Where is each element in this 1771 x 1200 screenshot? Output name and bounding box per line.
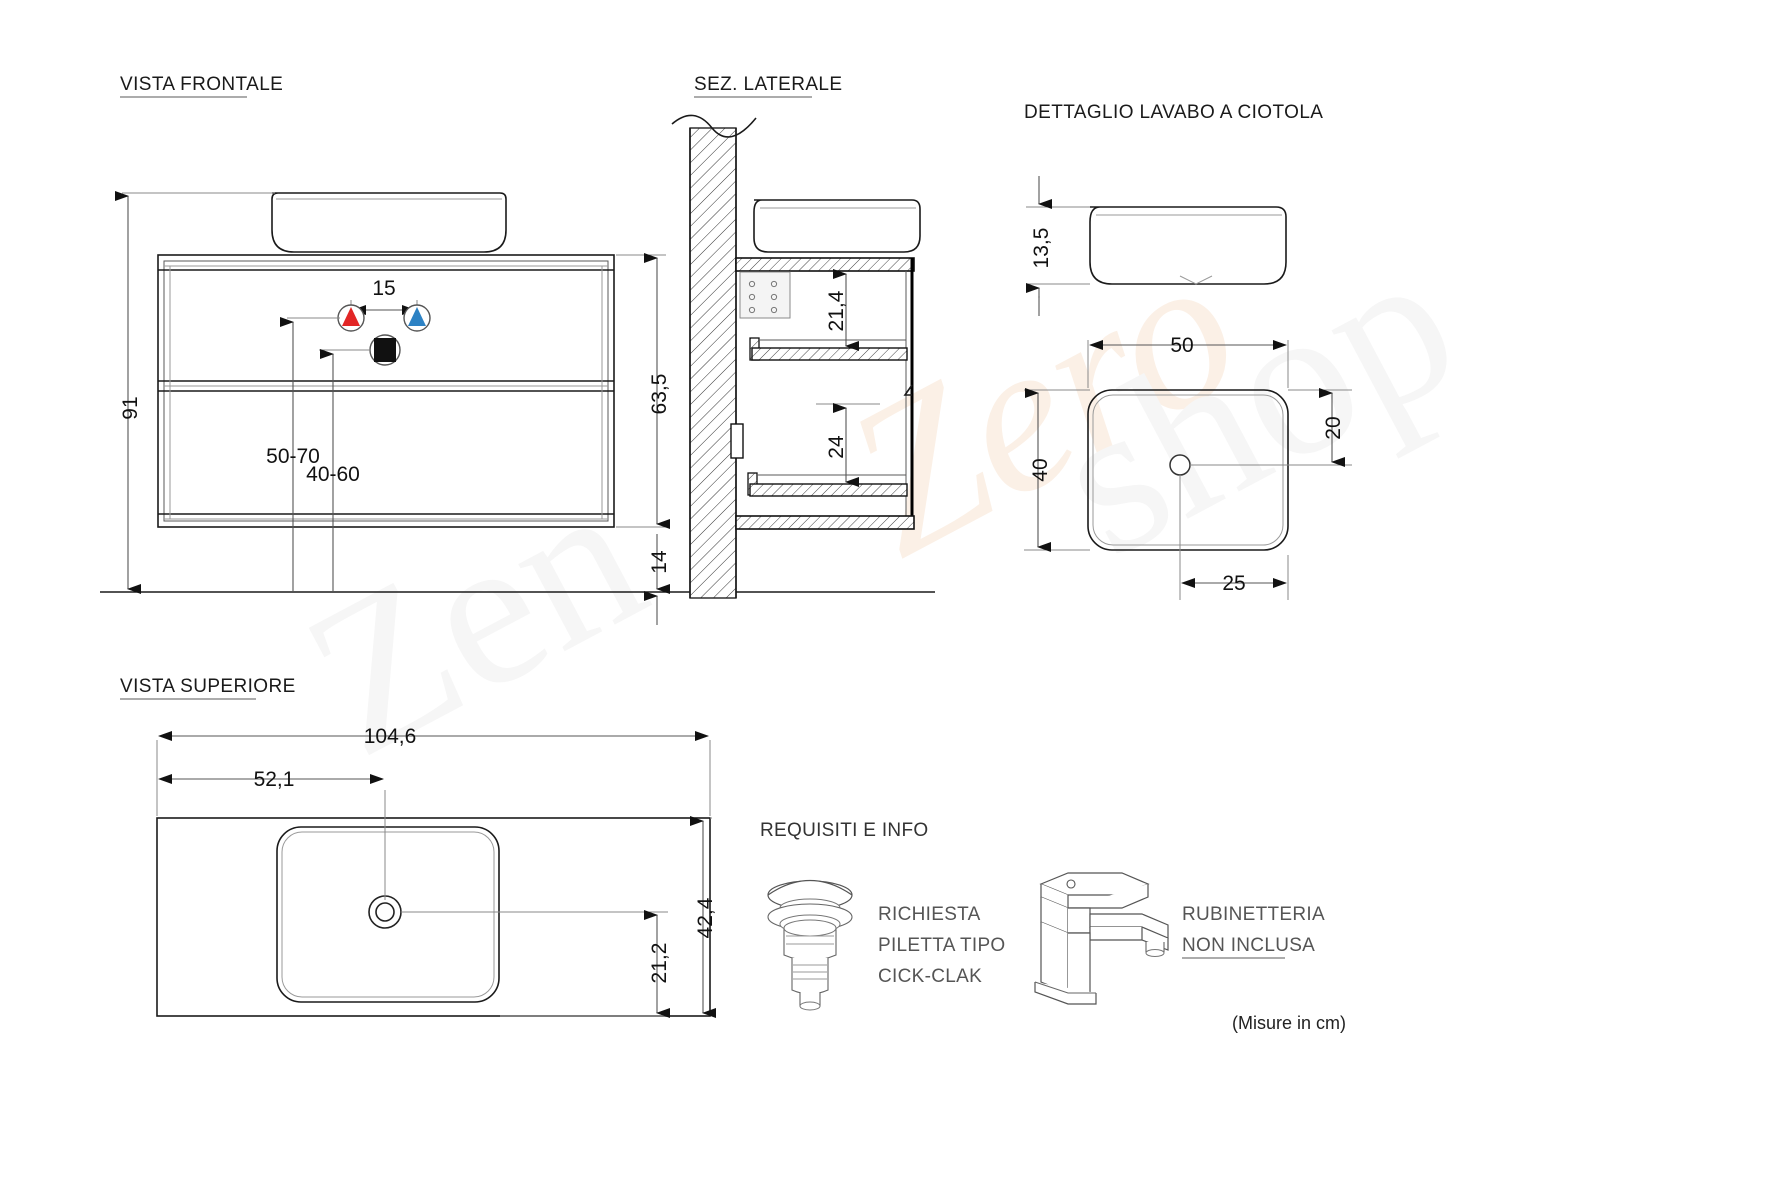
dim-basin-drain-from-left: 25 (1222, 572, 1245, 595)
drain-info-line3: CICK-CLAK (878, 966, 982, 987)
dim-floor-gap: 14 (648, 550, 671, 574)
faucet-illustration (1034, 872, 1169, 1005)
front-view: 91 15 50-70 (100, 191, 935, 625)
dim-top-total-width: 104,6 (364, 725, 417, 748)
drain-info-line1: RICHIESTA (878, 904, 981, 925)
info-section-title: REQUISITI E INFO (760, 820, 928, 841)
cold-water-marker (403, 304, 431, 332)
svg-text:Zen: Zen (270, 434, 677, 802)
units-note: (Misure in cm) (1232, 1013, 1346, 1033)
dim-cabinet-height: 63,5 (648, 374, 671, 415)
dim-drain-height: 40-60 (306, 463, 360, 486)
side-view-title: SEZ. LATERALE (694, 74, 842, 95)
dim-front-total-height: 91 (119, 396, 142, 419)
faucet-info-text: RUBINETTERIA NON INCLUSA (1182, 904, 1325, 959)
dim-top-depth: 42,4 (694, 897, 717, 938)
hot-water-marker (337, 304, 365, 332)
dim-lower-drawer: 24 (825, 435, 848, 459)
basin-detail-title: DETTAGLIO LAVABO A CIOTOLA (1024, 102, 1323, 123)
dim-hot-cold-height: 50-70 (266, 445, 320, 468)
drain-info-line2: PILETTA TIPO (878, 935, 1006, 956)
basin-detail-plan: 50 40 20 25 (1024, 334, 1352, 600)
dim-top-drain-from-front: 21,2 (648, 943, 671, 984)
basin-detail-elevation: 13,5 (1026, 176, 1287, 316)
top-view-title: VISTA SUPERIORE (120, 676, 296, 697)
watermark-layer: Zen Zero shop (270, 200, 1491, 802)
dim-basin-height: 13,5 (1030, 228, 1053, 269)
dim-basin-width: 50 (1170, 334, 1193, 357)
dim-basin-drain-from-back: 20 (1322, 416, 1345, 439)
view-titles: VISTA FRONTALE SEZ. LATERALE DETTAGLIO L… (120, 74, 1323, 841)
dim-top-drain-from-left: 52,1 (254, 768, 295, 791)
front-view-title: VISTA FRONTALE (120, 74, 283, 95)
drain-marker (369, 334, 401, 366)
drain-illustration (767, 879, 853, 1011)
drain-info-text: RICHIESTA PILETTA TIPO CICK-CLAK (878, 904, 1006, 987)
dim-upper-drawer: 21,4 (825, 290, 848, 331)
faucet-info-line2: NON INCLUSA (1182, 935, 1315, 956)
dim-basin-depth: 40 (1029, 458, 1052, 481)
top-view: 104,6 52,1 42,4 21,2 (156, 725, 717, 1018)
dim-tap-spacing: 15 (372, 277, 395, 300)
side-section-view: 21,4 24 (671, 114, 921, 599)
faucet-info-line1: RUBINETTERIA (1182, 904, 1325, 925)
